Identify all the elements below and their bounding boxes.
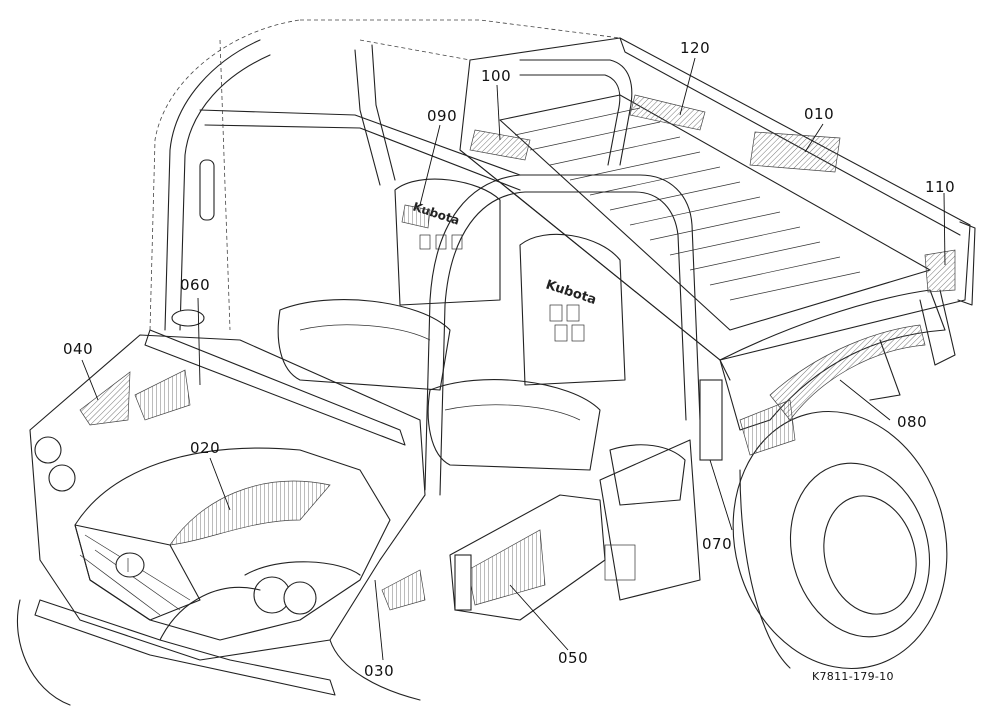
leader-lines: [81, 57, 946, 661]
callout-070: 070: [702, 535, 733, 553]
callout-020: 020: [190, 439, 221, 457]
callout-040: 040: [63, 340, 94, 358]
rops-frame: [164, 39, 701, 496]
callout-110: 110: [925, 178, 956, 196]
rear-fender: [719, 289, 946, 431]
callout-050: 050: [558, 649, 589, 667]
front-wheel: [16, 599, 421, 706]
callout-100: 100: [481, 67, 512, 85]
callout-090: 090: [427, 107, 458, 125]
callout-030: 030: [364, 662, 395, 680]
decal-areas: [401, 94, 956, 293]
front-body: [29, 309, 426, 696]
callout-010: 010: [804, 105, 835, 123]
canopy-outline: [149, 19, 621, 331]
callout-060: 060: [180, 276, 211, 294]
side-panel: [449, 379, 796, 621]
rear-wheel: [732, 410, 948, 670]
callout-080: 080: [897, 413, 928, 431]
figure-code: K7811-179-10: [812, 670, 894, 683]
callout-120: 120: [680, 39, 711, 57]
seat-brand-mark-right: Kubota: [544, 278, 598, 308]
seats: Kubota Kubota: [277, 178, 626, 471]
